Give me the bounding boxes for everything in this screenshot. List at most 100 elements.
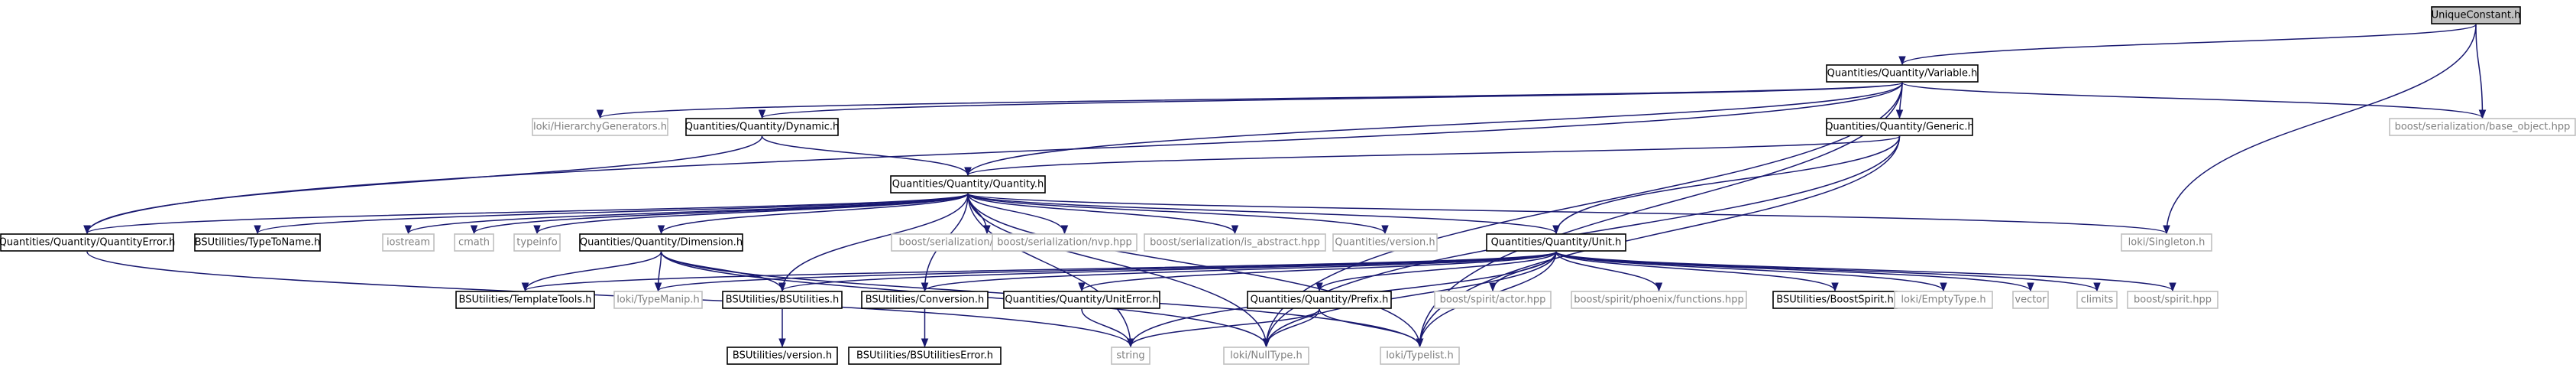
edge-line bbox=[660, 193, 969, 234]
node-dynamic[interactable]: Quantities/Quantity/Dynamic.h bbox=[685, 118, 840, 136]
node-label: BSUtilities/BSUtilitiesError.h bbox=[856, 350, 993, 362]
node-label: BSUtilities/Conversion.h bbox=[866, 295, 985, 306]
node-box bbox=[1111, 347, 1150, 365]
node-typetoname[interactable]: BSUtilities/TypeToName.h bbox=[194, 233, 321, 252]
edge-line bbox=[967, 193, 1131, 347]
node-conversion[interactable]: BSUtilities/Conversion.h bbox=[861, 291, 989, 309]
edge-line bbox=[967, 193, 2167, 234]
node-label: climits bbox=[2081, 295, 2114, 306]
node-box bbox=[685, 118, 839, 136]
node-label: loki/TypeManip.h bbox=[616, 295, 700, 306]
node-label: loki/EmptyType.h bbox=[1901, 295, 1985, 306]
edge-line bbox=[1555, 251, 1944, 291]
edge-variable-to-dynamic bbox=[758, 82, 1903, 119]
node-boostspirit[interactable]: BSUtilities/BoostSpirit.h bbox=[1772, 291, 1898, 309]
node-box bbox=[579, 233, 743, 252]
edge-arrowhead bbox=[2093, 282, 2101, 292]
graph-nodes: UniqueConstant.hQuantities/Quantity/Vari… bbox=[0, 6, 2576, 365]
edge-line bbox=[536, 193, 969, 234]
edge-line bbox=[1130, 308, 1320, 347]
node-bserror[interactable]: BSUtilities/BSUtilitiesError.h bbox=[848, 347, 1002, 365]
node-isabstract: boost/serialization/is_abstract.hpp bbox=[1144, 233, 1326, 252]
node-box bbox=[2127, 291, 2218, 309]
edge-line bbox=[967, 193, 1267, 347]
node-box bbox=[2121, 233, 2212, 252]
edge-unique-to-variable bbox=[1898, 24, 2477, 66]
edge-line bbox=[967, 193, 1236, 234]
node-box bbox=[1223, 347, 1309, 365]
edge-line bbox=[967, 82, 1903, 176]
node-prefix[interactable]: Quantities/Quantity/Prefix.h bbox=[1247, 291, 1392, 309]
node-label: BSUtilities/version.h bbox=[733, 350, 832, 362]
edge-line bbox=[86, 135, 763, 234]
node-box bbox=[890, 175, 1046, 194]
node-label: BSUtilities/TypeToName.h bbox=[195, 237, 321, 249]
edge-quantity-to-dimension bbox=[657, 193, 969, 235]
edge-prefix-to-string bbox=[1127, 308, 1320, 348]
node-qversion: Quantities/version.h bbox=[1332, 233, 1438, 252]
node-box bbox=[861, 291, 989, 309]
node-label: Quantities/Quantity/Prefix.h bbox=[1251, 295, 1389, 306]
node-box bbox=[2431, 6, 2521, 24]
edge-arrowhead bbox=[1416, 338, 1424, 348]
edge-arrowhead bbox=[1078, 282, 1086, 292]
node-label: string bbox=[1116, 350, 1144, 362]
edge-arrowhead bbox=[470, 225, 478, 235]
node-uniterror[interactable]: Quantities/Quantity/UnitError.h bbox=[1003, 291, 1160, 309]
node-box bbox=[1434, 291, 1552, 309]
edge-quantity-to-unit bbox=[967, 193, 1560, 235]
node-box bbox=[1332, 233, 1438, 252]
edge-line bbox=[1081, 308, 1131, 347]
edge-unit-to-uniterror bbox=[1078, 251, 1557, 292]
node-generic[interactable]: Quantities/Quantity/Generic.h bbox=[1825, 118, 1974, 136]
node-label: Quantities/Quantity/Unit.h bbox=[1491, 237, 1622, 249]
node-vector: vector bbox=[2012, 291, 2049, 309]
node-box bbox=[1247, 291, 1392, 309]
node-spirithpp: boost/spirit.hpp bbox=[2127, 291, 2218, 309]
edge-line bbox=[86, 251, 1131, 347]
node-box bbox=[727, 347, 838, 365]
node-bsutilities[interactable]: BSUtilities/BSUtilities.h bbox=[722, 291, 843, 309]
edge-arrowhead bbox=[1381, 225, 1389, 235]
edge-unit-to-spirithpp bbox=[1555, 251, 2176, 292]
edge-line bbox=[1555, 251, 2031, 291]
node-variable[interactable]: Quantities/Quantity/Variable.h bbox=[1826, 64, 1979, 83]
edge-line bbox=[967, 135, 1901, 176]
edge-arrowhead bbox=[778, 282, 786, 292]
edge-arrowhead bbox=[1831, 282, 1839, 292]
node-climits: climits bbox=[2076, 291, 2118, 309]
node-label: boost/spirit/phoenix/functions.hpp bbox=[1574, 295, 1744, 306]
node-hierarchy: loki/HierarchyGenerators.h bbox=[532, 118, 668, 136]
node-quantity[interactable]: Quantities/Quantity/Quantity.h bbox=[890, 175, 1046, 194]
node-string: string bbox=[1111, 347, 1150, 365]
edge-variable-to-baseobj bbox=[1901, 82, 2487, 119]
edge-line bbox=[660, 251, 783, 291]
node-bsversion[interactable]: BSUtilities/version.h bbox=[727, 347, 838, 365]
edge-quantity-to-qversion bbox=[967, 193, 1389, 235]
node-box bbox=[1826, 64, 1979, 83]
edge-line bbox=[2475, 24, 2484, 119]
edge-arrowhead bbox=[521, 282, 529, 292]
node-unit[interactable]: Quantities/Quantity/Unit.h bbox=[1486, 233, 1626, 252]
edge-unit-to-vector bbox=[1555, 251, 2034, 292]
edge-line bbox=[86, 193, 969, 234]
edge-line bbox=[967, 193, 1386, 234]
edge-arrowhead bbox=[2169, 282, 2176, 292]
edge-bsutilities-to-bsversion bbox=[778, 308, 786, 348]
node-label: loki/NullType.h bbox=[1230, 350, 1303, 362]
edge-line bbox=[1901, 82, 2484, 119]
edge-arrowhead bbox=[1231, 225, 1239, 235]
node-nulltype: loki/NullType.h bbox=[1223, 347, 1309, 365]
edge-quantity-to-isabstract bbox=[967, 193, 1239, 235]
node-unique[interactable]: UniqueConstant.h bbox=[2431, 6, 2521, 24]
node-dimension[interactable]: Quantities/Quantity/Dimension.h bbox=[579, 233, 743, 252]
node-label: boost/serialization/is_abstract.hpp bbox=[1150, 237, 1320, 249]
edge-conversion-to-bserror bbox=[921, 309, 929, 348]
dependency-edges bbox=[83, 24, 2487, 348]
node-templatetools[interactable]: BSUtilities/TemplateTools.h bbox=[455, 291, 595, 309]
node-qerror[interactable]: Quantities/Quantity/QuantityError.h bbox=[0, 233, 175, 252]
edge-line bbox=[967, 193, 1066, 234]
node-box bbox=[455, 291, 595, 309]
node-box bbox=[1380, 347, 1460, 365]
